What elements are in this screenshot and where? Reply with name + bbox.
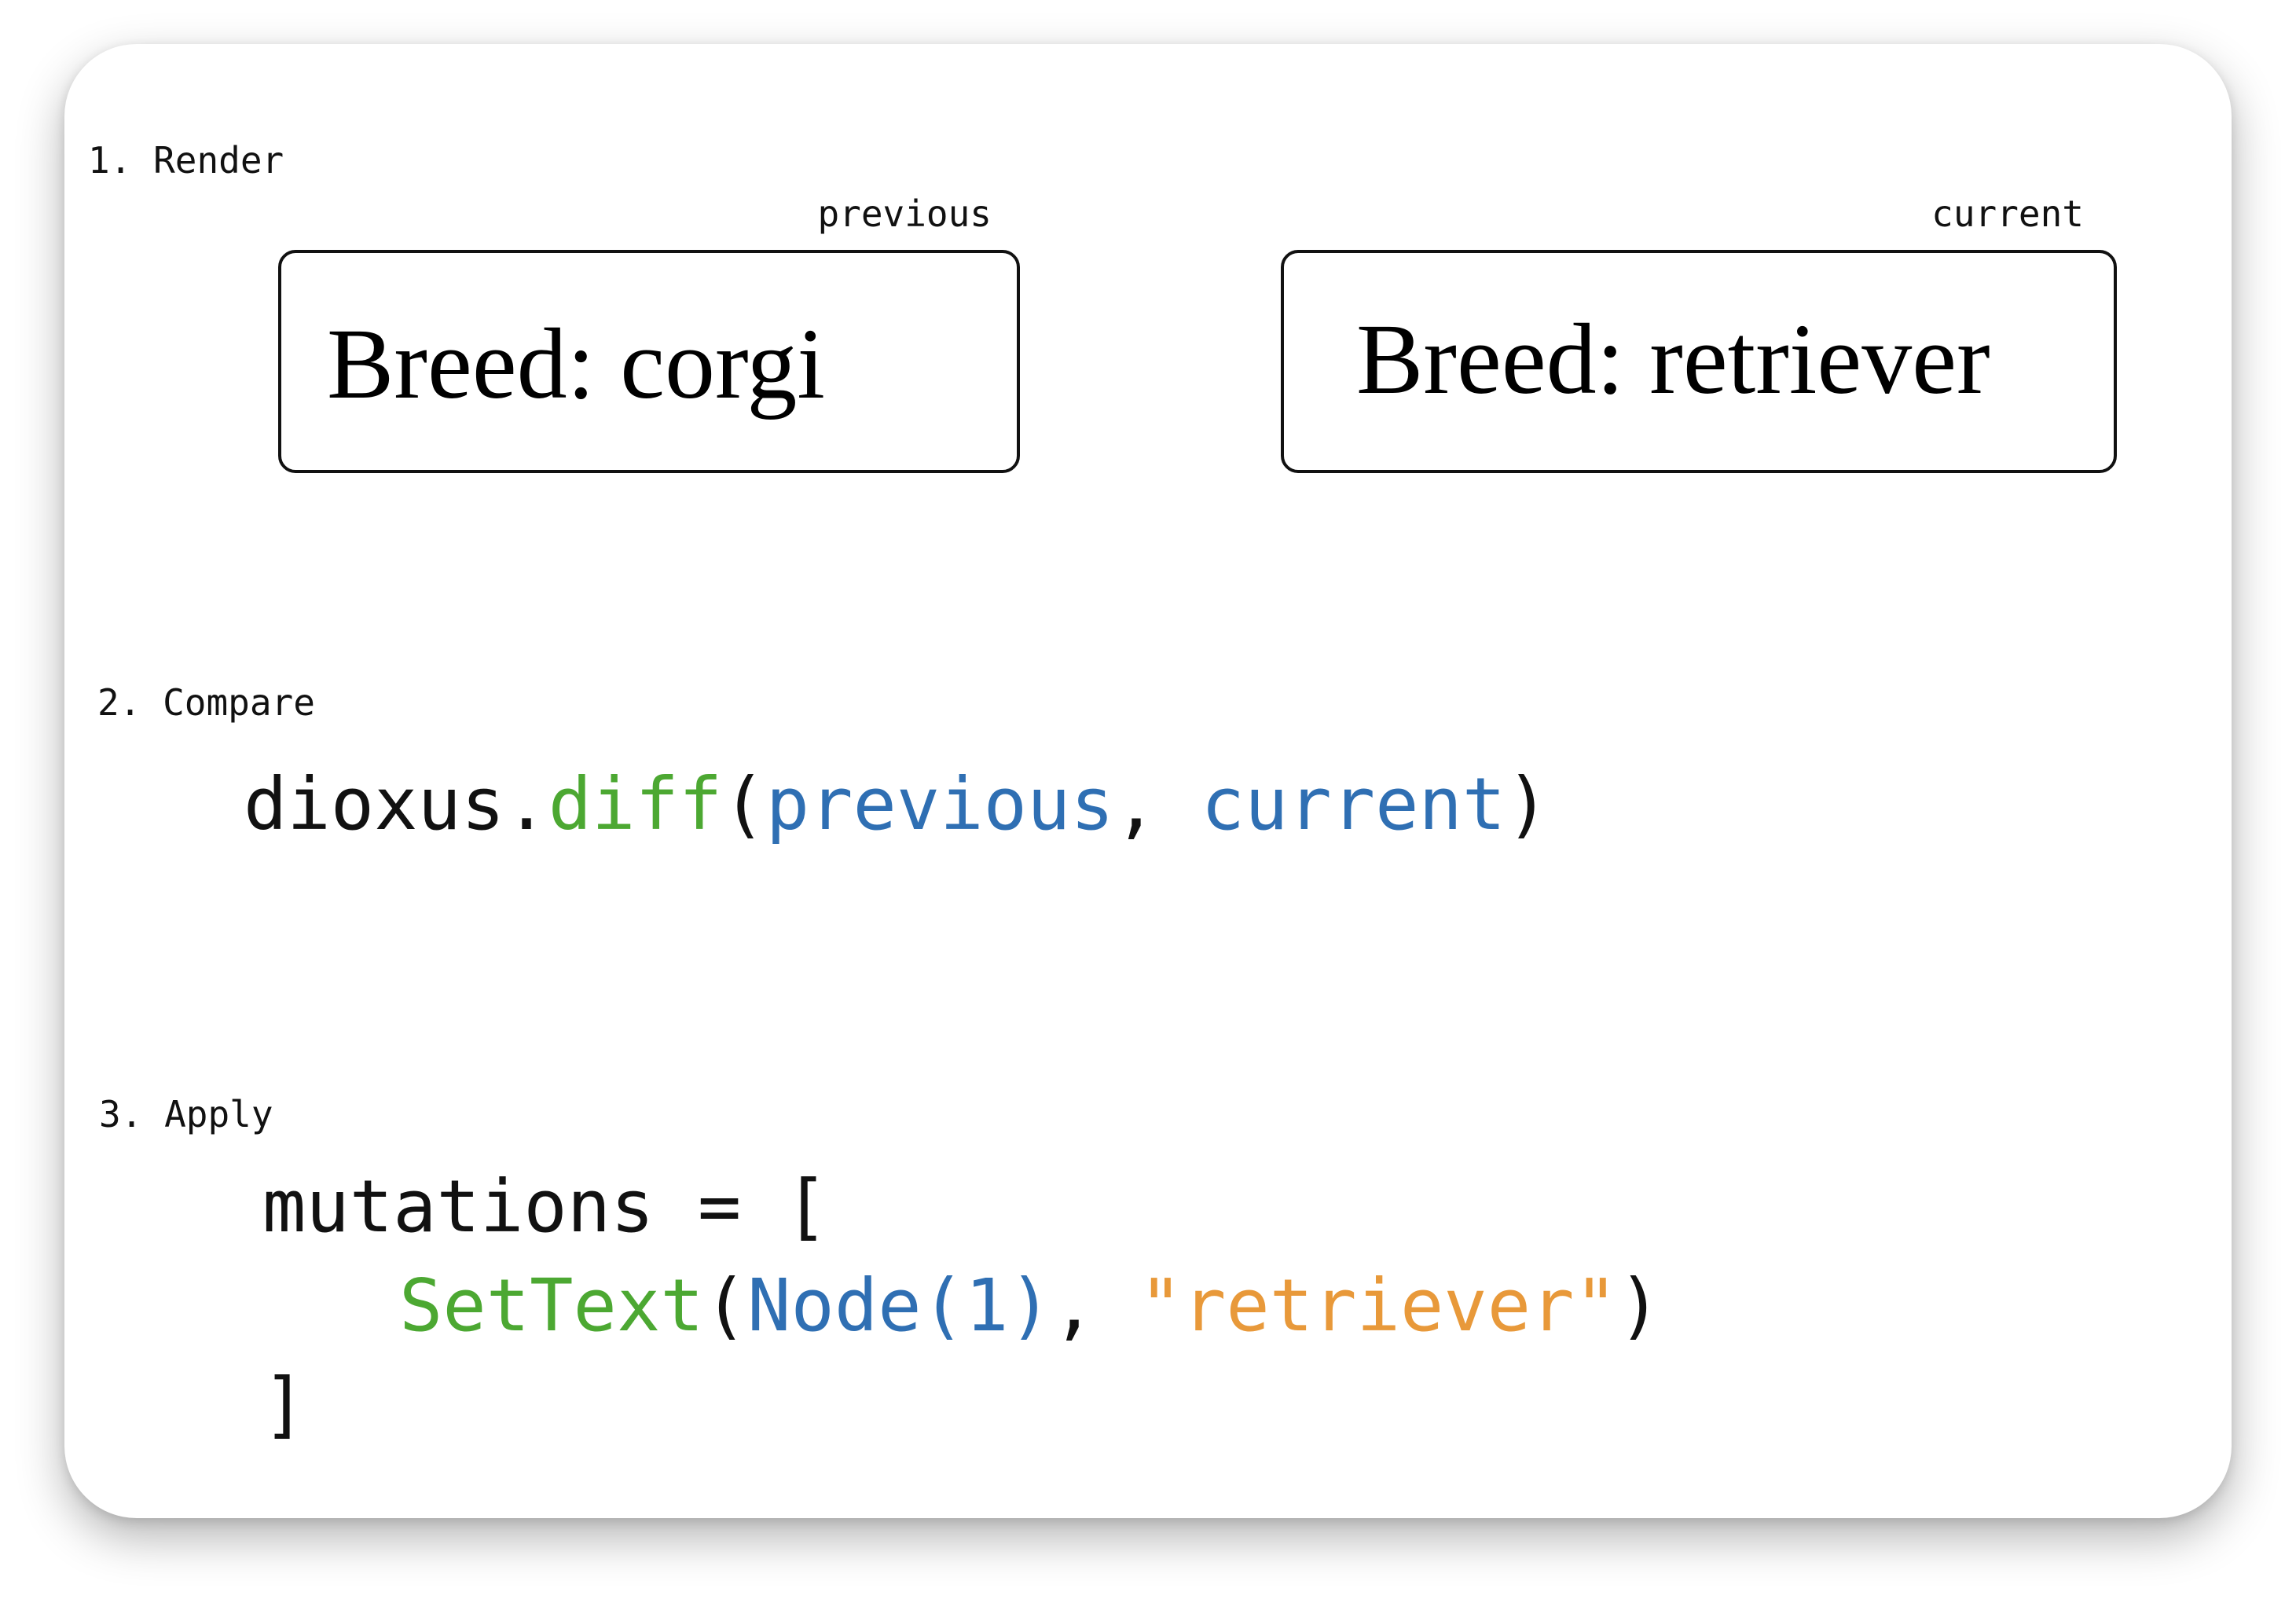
code-open-paren: ( <box>722 762 766 846</box>
current-render-text: Breed: retriever <box>1356 303 1990 415</box>
code-dot: . <box>504 762 548 846</box>
previous-render-text: Breed: corgi <box>327 308 825 420</box>
mutations-line-3: ] <box>262 1361 306 1449</box>
code-arg-previous: previous <box>765 762 1114 846</box>
step-compare-label: 2. Compare <box>97 681 315 724</box>
code-object: dioxus <box>244 762 505 846</box>
mutations-line-1: mutations = [ <box>262 1163 828 1251</box>
current-caption: current <box>1931 193 2084 235</box>
step-render-label: 1. Render <box>88 139 284 182</box>
code-node: Node(1) <box>747 1264 1052 1348</box>
code-arg-current: current <box>1201 762 1506 846</box>
code-open-paren-2: ( <box>703 1264 748 1348</box>
code-close-paren-2: ) <box>1617 1264 1662 1348</box>
code-comma-2: , <box>1051 1264 1139 1348</box>
code-method: diff <box>548 762 723 846</box>
current-render-box: Breed: retriever <box>1281 250 2117 473</box>
code-close-paren: ) <box>1506 762 1550 846</box>
mutations-close: ] <box>262 1363 306 1447</box>
previous-render-box: Breed: corgi <box>278 250 1020 473</box>
previous-caption: previous <box>817 193 992 235</box>
diff-code-line: dioxus.diff(previous, current) <box>244 761 1550 849</box>
step-apply-label: 3. Apply <box>99 1093 273 1135</box>
mutations-open: mutations = [ <box>262 1165 829 1249</box>
code-settext: SetText <box>399 1264 704 1348</box>
code-comma: , <box>1113 762 1201 846</box>
code-string-retriever: "retriever" <box>1139 1264 1618 1348</box>
mutations-line-2: SetText(Node(1), "retriever") <box>399 1262 1661 1350</box>
diagram-card <box>64 44 2232 1518</box>
